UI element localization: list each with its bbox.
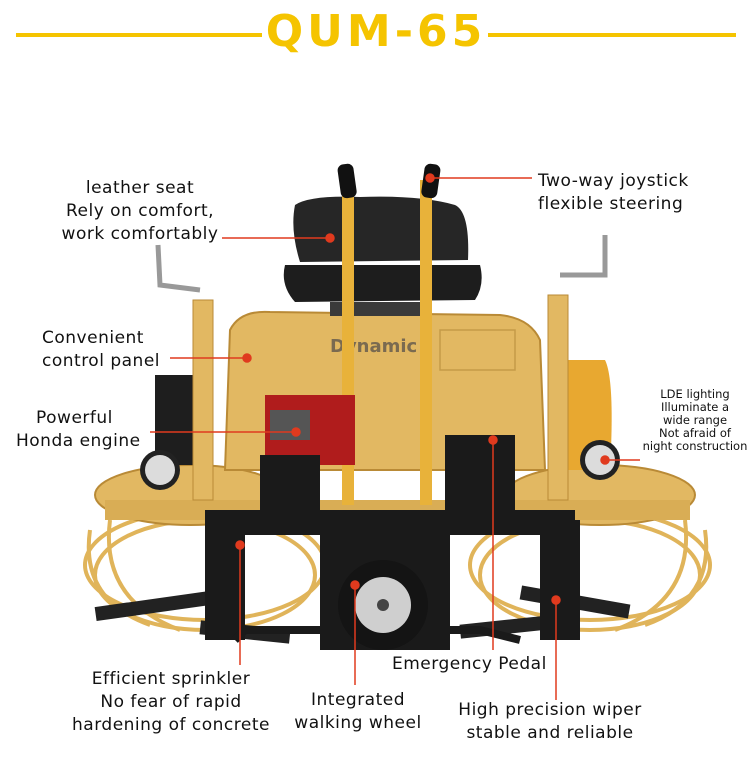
callout-engine: Powerful Honda engine bbox=[16, 408, 141, 451]
callout-control-panel: Convenient control panel bbox=[42, 328, 160, 371]
callout-joystick: Two-way joystick flexible steering bbox=[538, 171, 689, 214]
right-led-light bbox=[580, 440, 620, 480]
callout-wiper: High precision wiper stable and reliable bbox=[458, 700, 642, 743]
callout-seat: leather seat Rely on comfort, work comfo… bbox=[61, 178, 219, 244]
callout-lighting: LDE lighting Illuminate a wide range Not… bbox=[642, 387, 748, 453]
title-bar: QUM-65 bbox=[0, 0, 752, 70]
right-joystick-pole bbox=[420, 180, 432, 505]
left-led-light bbox=[140, 450, 180, 490]
walking-wheel bbox=[338, 560, 428, 650]
callout-pointers bbox=[150, 173, 640, 700]
page-title: QUM-65 bbox=[265, 6, 487, 57]
title-line-right bbox=[488, 33, 736, 37]
callout-emergency-pedal: Emergency Pedal bbox=[392, 654, 547, 674]
callout-walking-wheel: Integrated walking wheel bbox=[294, 690, 422, 733]
callout-sprinkler: Efficient sprinkler No fear of rapid har… bbox=[72, 669, 270, 735]
seat bbox=[283, 196, 482, 316]
title-line-left bbox=[16, 33, 262, 37]
